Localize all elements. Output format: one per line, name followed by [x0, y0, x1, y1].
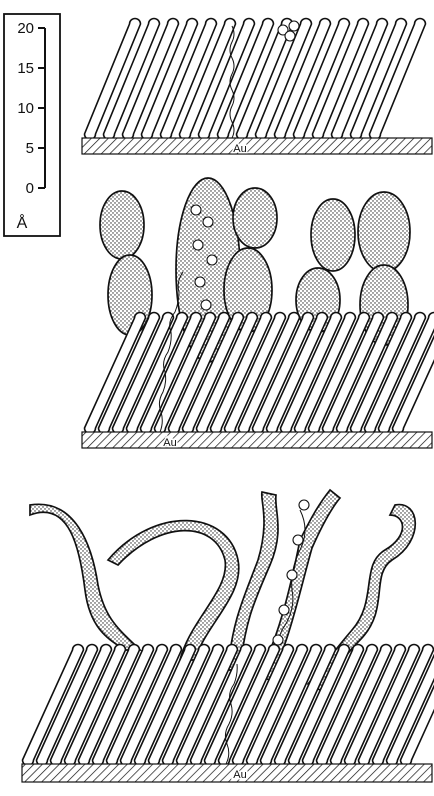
panel-3: Au	[22, 490, 434, 782]
scale-tick-5: 5	[26, 140, 34, 157]
scale-unit: Å	[17, 213, 28, 232]
scale-bar: 20 15 10 5 0 Å	[4, 14, 60, 236]
panel-2-alkyl-chains	[85, 313, 434, 434]
scale-tick-0: 0	[26, 180, 34, 197]
scale-tick-15: 15	[17, 60, 34, 77]
panel-2: Au	[82, 178, 434, 449]
scale-tick-20: 20	[17, 20, 34, 37]
scale-bar-frame	[4, 14, 60, 236]
panel-2-substrate-label: Au	[163, 437, 176, 449]
panel-1: Au	[82, 19, 432, 156]
panel-1-substrate-label: Au	[233, 143, 246, 155]
scale-tick-10: 10	[17, 100, 34, 117]
panel-1-alkyl-chains	[85, 19, 426, 140]
panel-3-substrate-label: Au	[233, 769, 246, 781]
panel-2-gold-substrate	[82, 432, 432, 448]
panel-3-gold-substrate	[22, 764, 432, 782]
panel-1-gold-substrate	[82, 138, 432, 154]
